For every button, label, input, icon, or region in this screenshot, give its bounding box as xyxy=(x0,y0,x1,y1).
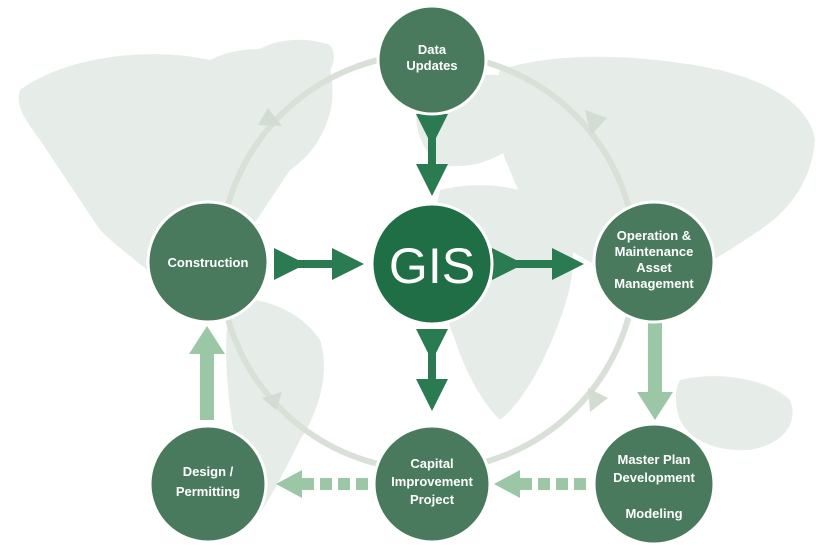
north-america-shape xyxy=(18,49,333,293)
node-data-updates-line-1: Data xyxy=(418,42,447,57)
ring-direction-markers xyxy=(258,108,608,412)
arrow-master-plan-to-capital-dashed xyxy=(494,470,586,498)
gis-connector-arrows xyxy=(274,114,584,411)
ring-arrow-top-left-icon xyxy=(258,108,282,126)
node-data-updates-line-2: Updates xyxy=(406,58,457,73)
ring-arrow-top-right-icon xyxy=(585,110,607,135)
node-operation-line-2: Maintenance xyxy=(615,244,694,259)
node-design-line-1: Design / xyxy=(183,464,234,479)
arrow-operation-to-master-plan xyxy=(637,322,673,420)
svg-text:Design /Permitting: Design / Permitting xyxy=(176,464,240,499)
node-capital-line-1: Capital xyxy=(410,456,453,471)
arrow-design-to-construction xyxy=(189,326,225,420)
ring-arrow-bottom-right-icon xyxy=(588,388,608,412)
node-operation-line-1: Operation & xyxy=(617,228,691,243)
node-design-permitting: Design / Permitting xyxy=(148,424,268,544)
node-operation-line-3: Asset xyxy=(636,260,672,275)
node-capital-line-2: Improvement xyxy=(391,474,473,489)
node-construction: Construction xyxy=(146,200,270,324)
node-master-plan-line-2: Development xyxy=(613,470,695,485)
process-flow-arrows xyxy=(189,322,673,498)
node-design-line-2: Permitting xyxy=(176,484,240,499)
node-master-plan-line-1: Master Plan xyxy=(618,452,691,467)
australia-shape xyxy=(675,376,793,451)
node-capital-line-3: Project xyxy=(410,492,455,507)
node-construction-line-1: Construction xyxy=(168,255,249,270)
node-operation-line-4: Management xyxy=(614,276,694,291)
node-master-plan-line-4: Modeling xyxy=(625,506,682,521)
greenland-shape xyxy=(250,39,334,89)
ring-arrow-bottom-left-icon xyxy=(262,392,282,410)
node-gis-center: GIS xyxy=(370,202,494,326)
svg-text:Construction: Construction xyxy=(168,255,249,270)
arrow-capital-to-design-dashed xyxy=(276,470,368,498)
gis-label: GIS xyxy=(389,238,475,294)
